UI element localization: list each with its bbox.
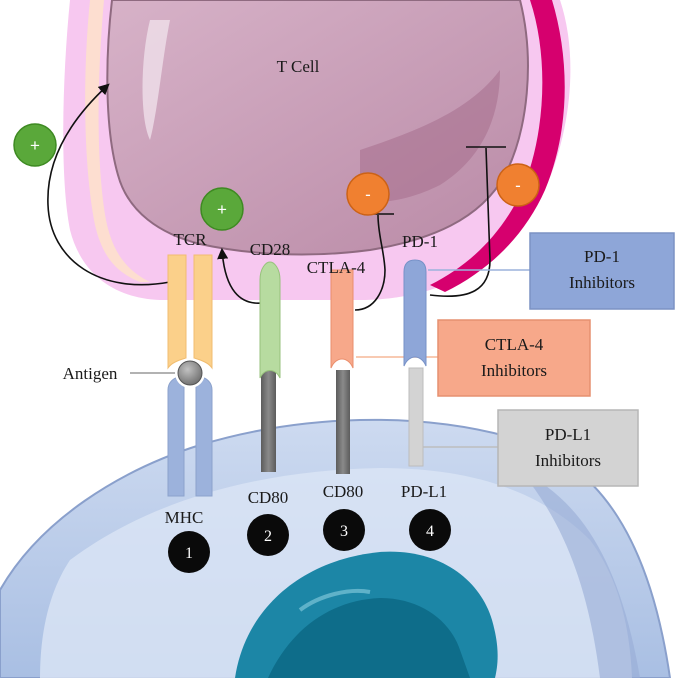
plus-signal-outer: + — [13, 123, 57, 167]
number-badge-2: 2 — [247, 514, 289, 556]
ctla4-label: CTLA-4 — [307, 258, 366, 277]
cd80-ligand-3 — [336, 370, 350, 474]
antigen-label: Antigen — [63, 364, 118, 383]
number-badge-4: 4 — [409, 509, 451, 551]
pd1-receptor — [403, 259, 427, 367]
cd80-label-2: CD80 — [248, 488, 289, 507]
pd1-label: PD-1 — [402, 232, 438, 251]
minus-signal-ctla4: - — [346, 172, 390, 216]
ctla4-inhibitors-line2: Inhibitors — [481, 361, 547, 380]
apc-nucleus — [235, 551, 498, 678]
cd28-receptor — [259, 261, 281, 379]
pd1-inhibitors-line2: Inhibitors — [569, 273, 635, 292]
cd28-label: CD28 — [250, 240, 291, 259]
pdl1-inhibitors-box: PD-L1 Inhibitors — [497, 409, 639, 487]
pd1-inhibitors-box: PD-1 Inhibitors — [529, 232, 675, 310]
antigen — [175, 358, 205, 388]
ctla4-receptor — [330, 269, 354, 369]
svg-text:+: + — [30, 136, 40, 155]
pdl1-label: PD-L1 — [401, 482, 447, 501]
svg-text:3: 3 — [340, 523, 348, 540]
number-badge-3: 3 — [323, 509, 365, 551]
tcr-label: TCR — [173, 230, 207, 249]
t-cell-label: T Cell — [277, 57, 320, 76]
svg-text:2: 2 — [264, 528, 272, 545]
plus-signal-inner: + — [200, 187, 244, 231]
cd80-label-3: CD80 — [323, 482, 364, 501]
ctla4-inhibitors-box: CTLA-4 Inhibitors — [437, 319, 591, 397]
t-cell: T Cell — [63, 0, 571, 300]
svg-text:+: + — [217, 200, 227, 219]
svg-text:-: - — [365, 185, 371, 204]
ctla4-inhibitors-line1: CTLA-4 — [485, 335, 544, 354]
mhc-label: MHC — [165, 508, 204, 527]
cd28-activation-arrow — [217, 247, 263, 304]
svg-text:1: 1 — [185, 545, 193, 562]
tcr-activation-arrow — [47, 83, 171, 286]
apc-ligands — [261, 367, 424, 474]
tcr-receptor — [167, 254, 213, 370]
minus-signal-pd1: - — [496, 163, 540, 207]
pdl1-inhibitors-line2: Inhibitors — [535, 451, 601, 470]
svg-text:-: - — [515, 176, 521, 195]
svg-text:4: 4 — [426, 523, 434, 540]
ctla4-inhibition-line — [354, 214, 386, 311]
inhibitor-connectors — [130, 269, 530, 448]
number-badge-1: 1 — [168, 531, 210, 573]
pd1-inhibitors-line1: PD-1 — [584, 247, 620, 266]
pdl1-ligand — [408, 367, 424, 467]
cd80-ligand-2 — [261, 368, 276, 472]
pd1-inhibition-line — [429, 147, 491, 297]
pdl1-inhibitors-line1: PD-L1 — [545, 425, 591, 444]
